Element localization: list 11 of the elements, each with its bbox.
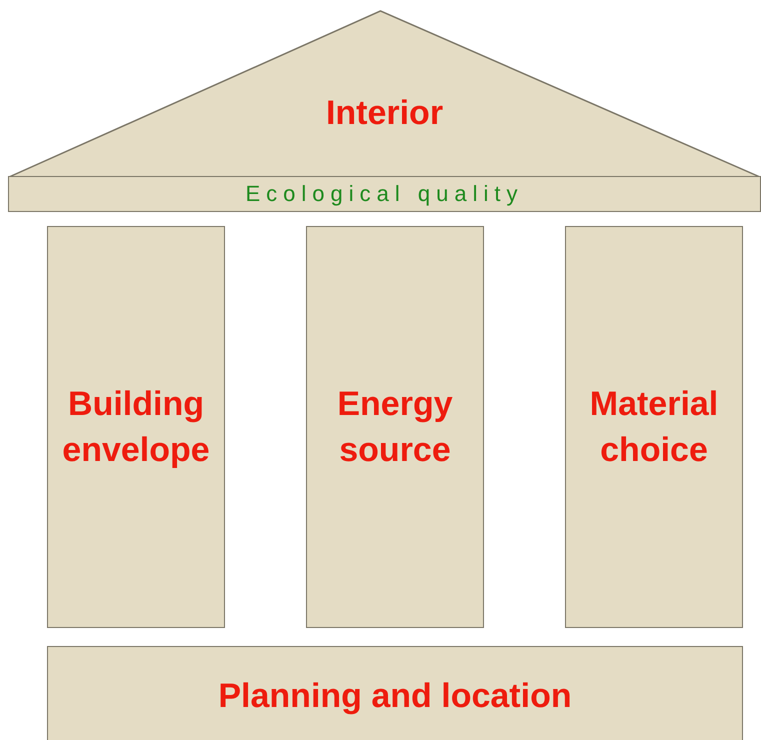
pillar-label: Planning and location — [218, 677, 572, 715]
pillar-label: Material choice — [590, 385, 718, 469]
beam-label: Ecological quality — [246, 181, 524, 206]
beam-box — [8, 176, 761, 212]
pillar-box — [306, 226, 484, 628]
roof-label: Interior — [326, 94, 444, 132]
pillar-box — [47, 226, 225, 628]
pillar-label: Building envelope — [62, 385, 210, 469]
base-box — [47, 646, 743, 740]
pillar-label: Energy source — [337, 385, 453, 469]
pillar-box — [565, 226, 743, 628]
